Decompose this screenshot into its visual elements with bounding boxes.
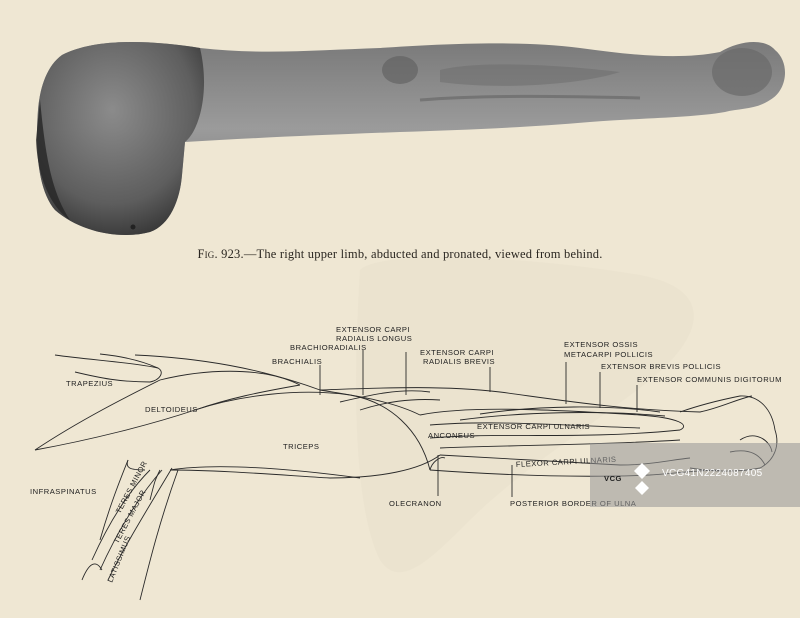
label-ecu: EXTENSOR CARPI ULNARIS [477,422,590,431]
label-ecrl-line1: EXTENSOR CARPI [336,325,410,334]
label-triceps: TRICEPS [283,442,319,451]
watermark-banner: VCG VCG41N2224087405 [590,443,800,507]
label-infraspinatus: INFRASPINATUS [30,487,97,496]
label-trapezius: TRAPEZIUS [66,379,113,388]
arm-photo-shape [36,41,786,236]
label-olecranon: OLECRANON [389,499,442,508]
label-eomp-line1: EXTENSOR OSSIS [564,340,638,349]
figure-number: Fig. 923. [197,247,244,261]
label-ecrb-line1: EXTENSOR CARPI [420,348,494,357]
watermark-id: VCG41N2224087405 [662,468,763,479]
label-ecrb-line2: RADIALIS BREVIS [423,357,495,366]
figure-caption: Fig. 923.—The right upper limb, abducted… [0,247,800,262]
label-ecd: EXTENSOR COMMUNIS DIGITORUM [637,375,782,384]
label-deltoideus: DELTOIDEUS [145,405,198,414]
label-eomp-line2: METACARPI POLLICIS [564,350,653,359]
vcg-logo: VCG [604,463,650,495]
label-posterior-border-ulna: POSTERIOR BORDER OF ULNA [510,499,637,508]
label-brachialis: BRACHIALIS [272,357,322,366]
label-ebp: EXTENSOR BREVIS POLLICIS [601,362,721,371]
label-brachioradialis: BRACHIORADIALIS [290,343,367,352]
label-anconeus: ANCONEUS [428,431,475,440]
label-ecrl-line2: RADIALIS LONGUS [336,334,412,343]
figure-caption-text: —The right upper limb, abducted and pron… [243,247,603,261]
vcg-logo-text: VCG [604,474,622,483]
